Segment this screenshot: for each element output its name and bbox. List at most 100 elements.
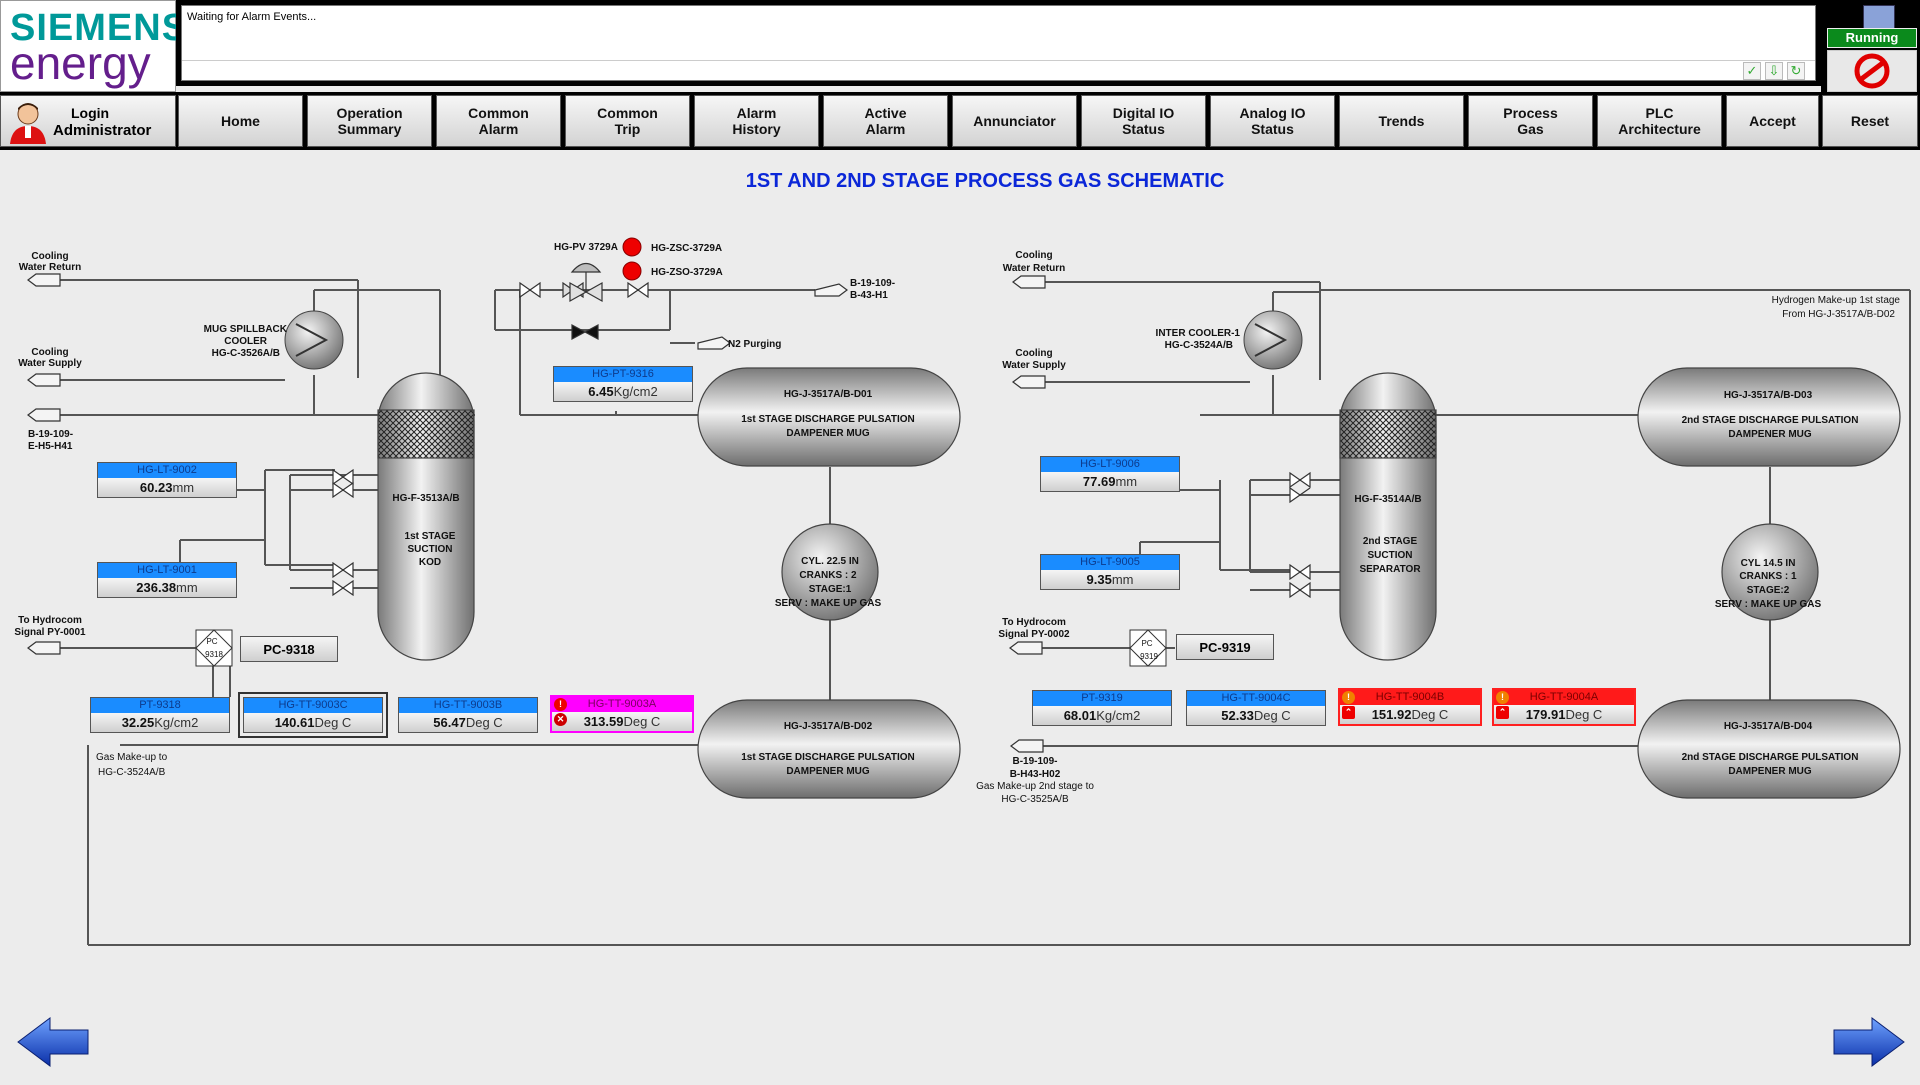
svg-text:B-19-109-: B-19-109- [850, 278, 895, 289]
tag-hg-tt-9003a[interactable]: !HG-TT-9003A ✕313.59Deg C [550, 695, 694, 733]
svg-text:Water Return: Water Return [19, 262, 81, 273]
svg-text:Gas Make-up to: Gas Make-up to [96, 752, 168, 763]
current-user: Administrator [53, 122, 152, 139]
svg-text:Cooling: Cooling [1015, 250, 1052, 261]
nav-operation-summary[interactable]: Operation Summary [307, 95, 432, 147]
svg-text:Water Supply: Water Supply [18, 358, 82, 369]
svg-text:CRANKS : 1: CRANKS : 1 [1739, 571, 1797, 582]
nav-home[interactable]: Home [178, 95, 303, 147]
svg-text:1st STAGE: 1st STAGE [405, 531, 456, 542]
svg-text:From HG-J-3517A/B-D02: From HG-J-3517A/B-D02 [1782, 309, 1895, 320]
svg-text:HG-J-3517A/B-D01: HG-J-3517A/B-D01 [784, 389, 873, 400]
siemens-energy-logo: SIEMENS energy [0, 0, 187, 92]
next-page-arrow-icon[interactable] [1832, 1016, 1906, 1068]
svg-text:HG-PV 3729A: HG-PV 3729A [554, 242, 618, 253]
computer-icon [1863, 5, 1895, 29]
refresh-icon[interactable]: ↻ [1787, 62, 1805, 80]
svg-text:SERV : MAKE UP GAS: SERV : MAKE UP GAS [1715, 599, 1822, 610]
nav-annunciator[interactable]: Annunciator [952, 95, 1077, 147]
acknowledge-icon[interactable]: ✓ [1743, 62, 1761, 80]
tag-hg-pt-9316[interactable]: HG-PT-9316 6.45Kg/cm2 [553, 366, 693, 402]
svg-text:MUG SPILLBACK: MUG SPILLBACK [204, 324, 288, 335]
tag-pt-9319[interactable]: PT-9319 68.01Kg/cm2 [1032, 690, 1172, 726]
svg-text:To Hydrocom: To Hydrocom [18, 615, 82, 626]
svg-text:CYL 14.5 IN: CYL 14.5 IN [1741, 558, 1796, 569]
tag-hg-lt-9005[interactable]: HG-LT-9005 9.35mm [1040, 554, 1180, 590]
tag-hg-tt-9004b[interactable]: !HG-TT-9004B ⌃151.92Deg C [1338, 688, 1482, 726]
reset-button[interactable]: Reset [1822, 95, 1918, 147]
stop-icon [1854, 53, 1890, 89]
svg-text:HG-ZSO-3729A: HG-ZSO-3729A [651, 267, 723, 278]
svg-text:SERV : MAKE UP GAS: SERV : MAKE UP GAS [775, 598, 882, 609]
stop-button[interactable] [1827, 50, 1917, 92]
tag-hg-tt-9003b[interactable]: HG-TT-9003B 56.47Deg C [398, 697, 538, 733]
login-button[interactable]: Login Administrator [0, 95, 176, 147]
export-icon[interactable]: ⇩ [1765, 62, 1783, 80]
nav-common-alarm[interactable]: Common Alarm [436, 95, 561, 147]
navigation-bar: Login Administrator Home Operation Summa… [0, 92, 1920, 150]
svg-text:PC: PC [206, 637, 217, 646]
svg-text:HG-J-3517A/B-D04: HG-J-3517A/B-D04 [1724, 721, 1813, 732]
svg-text:B-H43-H02: B-H43-H02 [1010, 769, 1061, 780]
nav-trends[interactable]: Trends [1339, 95, 1464, 147]
svg-text:INTER COOLER-1: INTER COOLER-1 [1156, 328, 1241, 339]
high-alarm-icon: ⌃ [1496, 706, 1509, 719]
high-alarm-icon: ⌃ [1342, 706, 1355, 719]
tag-hg-lt-9006[interactable]: HG-LT-9006 77.69mm [1040, 456, 1180, 492]
previous-page-arrow-icon[interactable] [16, 1016, 90, 1068]
svg-text:CRANKS : 2: CRANKS : 2 [799, 570, 857, 581]
svg-text:SEPARATOR: SEPARATOR [1359, 564, 1421, 575]
tag-hg-tt-9004c[interactable]: HG-TT-9004C 52.33Deg C [1186, 690, 1326, 726]
svg-text:SUCTION: SUCTION [408, 544, 453, 555]
warning-icon: ! [1342, 691, 1355, 704]
svg-text:HG-F-3513A/B: HG-F-3513A/B [392, 493, 459, 504]
tag-hg-tt-9004a[interactable]: !HG-TT-9004A ⌃179.91Deg C [1492, 688, 1636, 726]
nav-common-trip[interactable]: Common Trip [565, 95, 690, 147]
svg-text:CYL. 22.5 IN: CYL. 22.5 IN [801, 556, 859, 567]
tag-hg-tt-9003c[interactable]: HG-TT-9003C 140.61Deg C [238, 692, 388, 738]
svg-text:DAMPENER MUG: DAMPENER MUG [786, 428, 870, 439]
svg-text:STAGE:2: STAGE:2 [1747, 585, 1790, 596]
alarm-icon: ! [554, 698, 567, 711]
svg-text:Gas Make-up 2nd stage to: Gas Make-up 2nd stage to [976, 781, 1094, 792]
tag-pt-9318[interactable]: PT-9318 32.25Kg/cm2 [90, 697, 230, 733]
svg-text:B-43-H1: B-43-H1 [850, 290, 888, 301]
svg-text:Water Return: Water Return [1003, 263, 1065, 274]
svg-text:HG-C-3526A/B: HG-C-3526A/B [212, 348, 280, 359]
svg-text:2nd STAGE DISCHARGE PULSATION: 2nd STAGE DISCHARGE PULSATION [1682, 415, 1859, 426]
svg-text:DAMPENER MUG: DAMPENER MUG [786, 766, 870, 777]
cooling-return-label-l1: Cooling [31, 251, 68, 262]
svg-text:PC: PC [1141, 639, 1152, 648]
nav-analog-io-status[interactable]: Analog IO Status [1210, 95, 1335, 147]
svg-text:COOLER: COOLER [224, 336, 268, 347]
svg-text:HG-ZSC-3729A: HG-ZSC-3729A [651, 243, 722, 254]
accept-button[interactable]: Accept [1726, 95, 1819, 147]
tag-hg-lt-9001[interactable]: HG-LT-9001 236.38mm [97, 562, 237, 598]
user-avatar-icon [10, 103, 46, 144]
nav-plc-architecture[interactable]: PLC Architecture [1597, 95, 1722, 147]
warning-icon: ! [1496, 691, 1509, 704]
tag-hg-lt-9002[interactable]: HG-LT-9002 60.23mm [97, 462, 237, 498]
nav-process-gas[interactable]: Process Gas [1468, 95, 1593, 147]
svg-text:To Hydrocom: To Hydrocom [1002, 617, 1066, 628]
pc-9319-controller[interactable]: PC-9319 [1176, 634, 1274, 660]
svg-text:1st STAGE DISCHARGE PULSATION: 1st STAGE DISCHARGE PULSATION [741, 414, 915, 425]
svg-text:Cooling: Cooling [1015, 348, 1052, 359]
nav-alarm-history[interactable]: Alarm History [694, 95, 819, 147]
svg-text:HG-F-3514A/B: HG-F-3514A/B [1354, 494, 1421, 505]
running-status-badge: Running [1827, 28, 1917, 48]
svg-text:STAGE:1: STAGE:1 [809, 584, 852, 595]
svg-text:Signal PY-0001: Signal PY-0001 [14, 627, 86, 638]
nav-active-alarm[interactable]: Active Alarm [823, 95, 948, 147]
svg-text:N2 Purging: N2 Purging [728, 339, 781, 350]
svg-text:2nd STAGE: 2nd STAGE [1363, 536, 1418, 547]
svg-text:2nd STAGE DISCHARGE PULSATION: 2nd STAGE DISCHARGE PULSATION [1682, 752, 1859, 763]
process-schematic: Cooling Water Return Cooling Water Suppl… [0, 150, 1920, 1080]
svg-text:9319: 9319 [1140, 652, 1158, 661]
alarm-event-list[interactable]: Waiting for Alarm Events... ✓ ⇩ ↻ [181, 5, 1816, 81]
pc-9318-controller[interactable]: PC-9318 [240, 636, 338, 662]
nav-digital-io-status[interactable]: Digital IO Status [1081, 95, 1206, 147]
svg-text:DAMPENER MUG: DAMPENER MUG [1728, 429, 1812, 440]
alarm-banner: Waiting for Alarm Events... ✓ ⇩ ↻ [176, 0, 1821, 86]
svg-text:E-H5-H41: E-H5-H41 [28, 441, 73, 452]
